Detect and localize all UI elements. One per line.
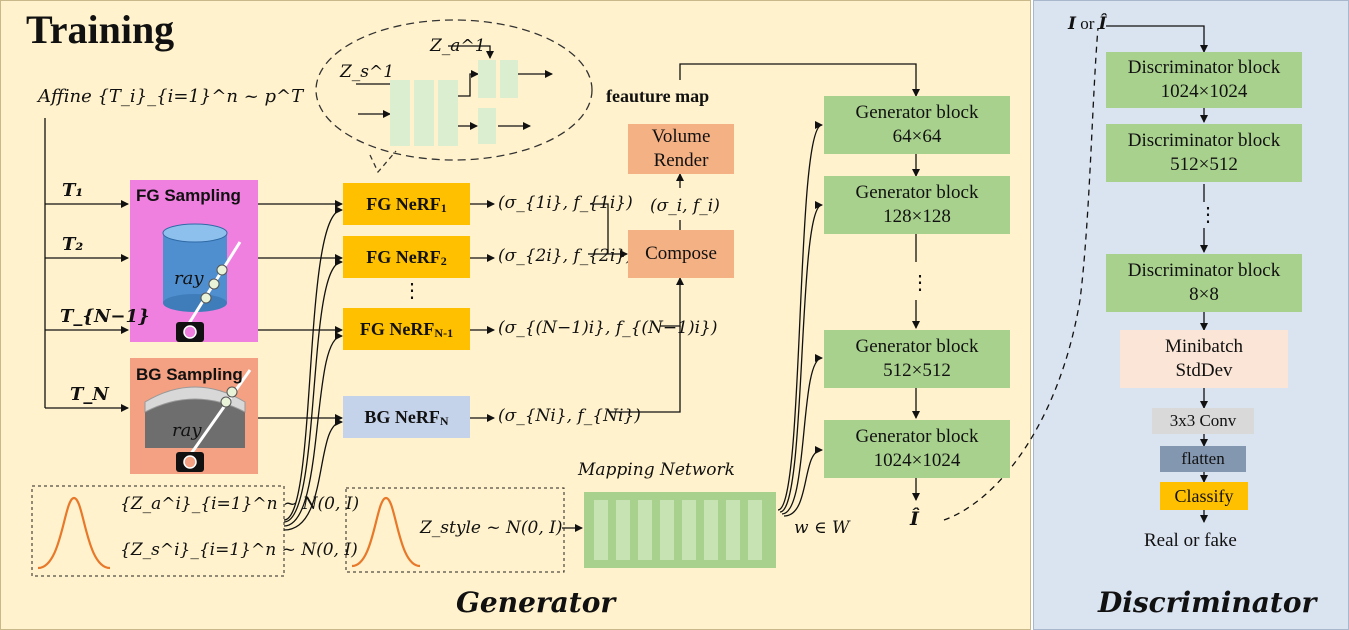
composed-output: (σ_i, f_i) <box>650 196 720 216</box>
bg-sampling-label: BG Sampling <box>136 365 243 384</box>
generator-block: Generator block 128×128 <box>824 176 1010 234</box>
compose-box: Compose <box>628 230 734 278</box>
bg-camera-icon <box>176 452 204 472</box>
block-resolution: 64×64 <box>892 126 942 147</box>
minibatch-line2: StdDev <box>1175 360 1233 381</box>
fg-ray-label: ray <box>174 268 204 289</box>
block-name: Generator block <box>855 102 979 124</box>
feature-map-label: feauture map <box>606 86 710 106</box>
compose-label: Compose <box>645 243 717 265</box>
nerf-subscript: 2 <box>440 253 447 268</box>
transform-label: T₂ <box>62 234 84 255</box>
nerf-output: (σ_{1i}, f_{1i}) <box>498 193 633 213</box>
block-name: Generator block <box>855 182 979 204</box>
block-resolution: 8×8 <box>1189 284 1219 305</box>
page-title: Training <box>26 7 175 52</box>
conv-box: 3x3 Conv <box>1152 408 1254 434</box>
block-name: Generator block <box>855 336 979 358</box>
discriminator-ellipsis: ⋮ <box>1198 204 1218 226</box>
style-gaussian-icon <box>351 496 421 568</box>
nerf-label: FG NeRF <box>359 318 435 339</box>
mapping-network-label: Mapping Network <box>578 460 735 480</box>
fg-cylinder-icon <box>162 223 242 326</box>
block-resolution: 1024×1024 <box>1160 81 1248 102</box>
result-label: Real or fake <box>1144 530 1237 551</box>
transform-label: T_N <box>70 384 109 405</box>
block-name: Discriminator block <box>1127 130 1281 152</box>
volume-render-box: Volume Render <box>628 124 734 174</box>
discriminator-section-label: Discriminator <box>1098 586 1317 619</box>
mapping-network-layers <box>594 500 762 560</box>
volume-render-line2: Render <box>653 150 709 171</box>
za-label: Z_a^1 <box>430 36 486 56</box>
discriminator-block: Discriminator block 8×8 <box>1106 254 1302 312</box>
generator-section-label: Generator <box>456 586 616 619</box>
nerf-subscript: N <box>439 413 449 428</box>
block-name: Discriminator block <box>1127 260 1281 282</box>
minibatch-line1: Minibatch <box>1164 336 1244 358</box>
nerf-output: (σ_{Ni}, f_{Ni}) <box>498 406 641 426</box>
block-resolution: 512×512 <box>1170 154 1238 175</box>
block-name: Generator block <box>855 426 979 448</box>
block-name: Discriminator block <box>1127 57 1281 79</box>
za-distribution: {Z_a^i}_{i=1}^n ~ N(0, I) <box>120 494 360 514</box>
nerf-label: FG NeRF <box>366 246 441 267</box>
classify-box: Classify <box>1160 482 1248 510</box>
latent-box <box>31 485 285 577</box>
nerf-label: BG NeRF <box>364 406 440 427</box>
fg-sampling-label: FG Sampling <box>136 186 241 205</box>
generator-block: Generator block 1024×1024 <box>824 420 1010 478</box>
volume-render-line1: Volume <box>651 126 711 148</box>
nerf-output: (σ_{(N−1)i}, f_{(N−1)i}) <box>498 318 718 338</box>
disc-input-label: I or Î <box>1068 14 1107 34</box>
style-box <box>345 487 565 573</box>
style-distribution: Z_style ~ N(0, I) <box>420 518 563 538</box>
zs-label: Z_s^1 <box>340 62 395 82</box>
fg-camera-icon <box>176 322 204 342</box>
zs-distribution: {Z_s^i}_{i=1}^n ~ N(0, I) <box>120 540 358 560</box>
discriminator-block: Discriminator block 512×512 <box>1106 124 1302 182</box>
transform-label: T_{N−1} <box>60 306 150 327</box>
discriminator-block: Discriminator block 1024×1024 <box>1106 52 1302 108</box>
conv-label: 3x3 Conv <box>1169 411 1237 431</box>
flatten-box: flatten <box>1160 446 1246 472</box>
generated-image-label: Î <box>910 508 919 530</box>
classify-label: Classify <box>1174 485 1234 506</box>
block-resolution: 1024×1024 <box>873 450 961 471</box>
nerf-subscript: 1 <box>440 200 447 215</box>
bg-dome-icon <box>144 369 252 459</box>
nerf-label: FG NeRF <box>366 193 441 214</box>
zoom-layer-bars <box>390 60 518 146</box>
affine-label: Affine {T_i}_{i=1}^n ~ p^T <box>38 86 304 107</box>
block-resolution: 128×128 <box>883 206 951 227</box>
generator-block: Generator block 64×64 <box>824 96 1010 154</box>
latent-gaussian-icon <box>37 496 111 570</box>
minibatch-stddev-box: Minibatch StdDev <box>1120 330 1288 388</box>
mapping-network-box <box>584 492 776 568</box>
flatten-label: flatten <box>1181 449 1225 469</box>
nerf-output: (σ_{2i}, f_{2i}) <box>498 246 633 266</box>
block-resolution: 512×512 <box>883 360 951 381</box>
nerf-subscript: N-1 <box>434 325 454 340</box>
generator-block: Generator block 512×512 <box>824 330 1010 388</box>
nerf-ellipsis: ⋮ <box>402 280 422 302</box>
bg-ray-label: ray <box>172 420 202 441</box>
w-label: w ∈ W <box>794 518 850 538</box>
generator-ellipsis: ⋮ <box>910 272 930 294</box>
transform-label: T₁ <box>62 180 84 201</box>
